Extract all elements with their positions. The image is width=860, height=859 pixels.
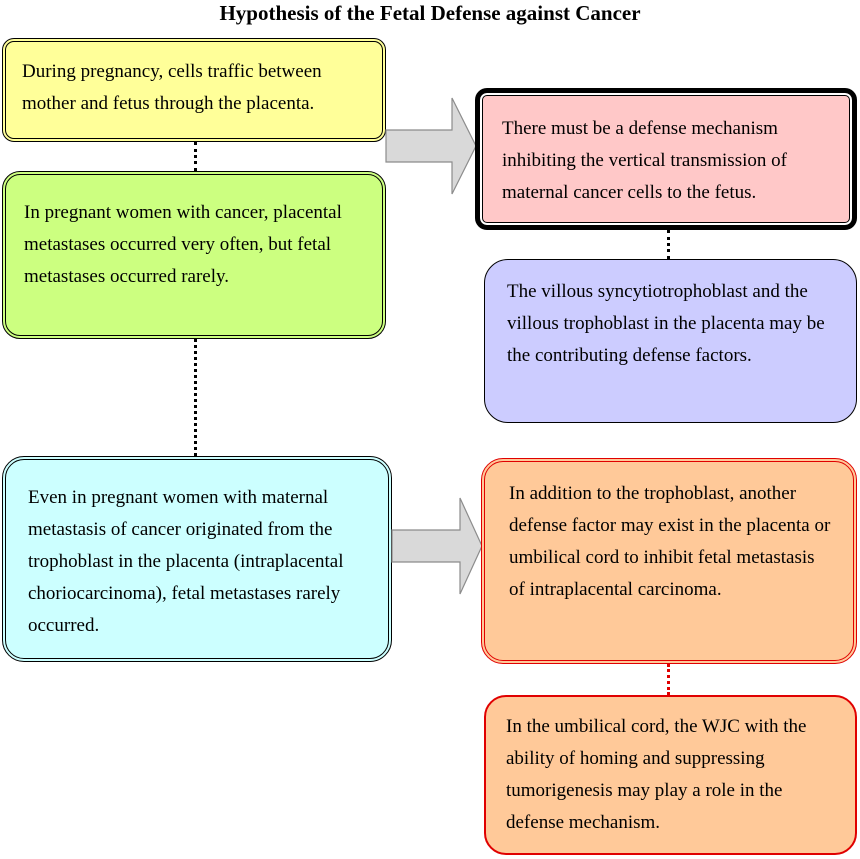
box-trophoblast-factors-text: The villous syncytiotrophoblast and the … (507, 281, 825, 366)
box-choriocarcinoma: Even in pregnant women with maternal met… (2, 456, 392, 662)
box-wjc-role-text: In the umbilical cord, the WJC with the … (506, 716, 807, 833)
box-trophoblast-factors: The villous syncytiotrophoblast and the … (484, 259, 857, 423)
box-defense-mechanism: There must be a defense mechanism inhibi… (475, 88, 857, 230)
box-pregnancy-traffic: During pregnancy, cells traffic between … (2, 38, 386, 142)
box-choriocarcinoma-text: Even in pregnant women with maternal met… (28, 487, 344, 636)
box-placental-metastases: In pregnant women with cancer, placental… (2, 171, 386, 339)
arrow-right-icon (385, 97, 477, 195)
diagram-title: Hypothesis of the Fetal Defense against … (219, 1, 641, 25)
box-wjc-role: In the umbilical cord, the WJC with the … (484, 695, 857, 855)
arrow-right-icon (391, 497, 483, 595)
connector-1-2 (194, 142, 197, 171)
connector-3-4 (667, 230, 670, 259)
box-another-factor-text: In addition to the trophoblast, another … (509, 483, 831, 600)
connector-2-5 (194, 339, 197, 456)
box-pregnancy-traffic-text: During pregnancy, cells traffic between … (22, 61, 322, 114)
connector-6-7 (667, 664, 670, 695)
box-another-factor: In addition to the trophoblast, another … (481, 458, 857, 664)
box-placental-metastases-text: In pregnant women with cancer, placental… (24, 202, 342, 287)
box-defense-mechanism-text: There must be a defense mechanism inhibi… (502, 118, 787, 203)
